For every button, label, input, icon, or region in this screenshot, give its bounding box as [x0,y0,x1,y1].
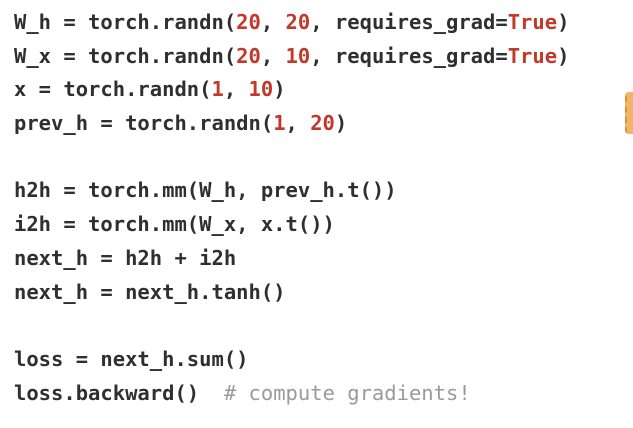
code-line: h2h = torch.mm(W_h, prev_h.t()) [14,174,633,208]
code-line: loss.backward() # compute gradients! [14,377,633,411]
code-token: x = torch.randn( [14,77,212,102]
code-line: next_h = h2h + i2h [14,242,633,276]
code-comment: # compute gradients! [223,380,471,405]
number-literal: 10 [285,43,311,68]
boolean-literal: True [507,43,558,68]
blank-line [14,309,633,343]
edge-marker [625,92,633,134]
code-line: prev_h = torch.randn(1, 20) [14,107,633,141]
code-token: next_h = next_h.tanh() [14,279,286,304]
code-line: loss = next_h.sum() [14,343,633,377]
code-token: loss.backward() [14,380,224,405]
code-token: , [223,77,249,102]
code-token: , [260,43,286,68]
code-block: W_h = torch.randn(20, 20, requires_grad=… [14,6,633,410]
code-token: W_x = torch.randn( [14,43,237,68]
code-token: i2h = torch.mm(W_x, x.t()) [14,212,335,237]
code-token: W_h = torch.randn( [14,10,237,34]
code-line: W_h = torch.randn(20, 20, requires_grad=… [14,6,633,40]
code-token: ) [557,43,570,68]
number-literal: 1 [211,77,224,102]
code-token: h2h = torch.mm(W_h, prev_h.t()) [14,178,397,203]
code-line: W_x = torch.randn(20, 10, requires_grad=… [14,40,633,74]
code-token: ) [557,10,570,34]
code-token: , requires_grad= [310,43,508,68]
code-token: , requires_grad= [310,10,508,34]
code-token: loss = next_h.sum() [14,346,249,371]
code-line: x = torch.randn(1, 10) [14,73,633,107]
number-literal: 20 [310,111,335,136]
code-token: , [285,111,311,136]
number-literal: 20 [236,10,261,34]
code-token: next_h = h2h + i2h [14,245,237,270]
code-token: ) [334,111,348,136]
code-token: , [260,10,286,34]
number-literal: 10 [248,77,274,102]
blank-line [14,141,633,175]
code-line: next_h = next_h.tanh() [14,276,633,310]
number-literal: 20 [236,43,261,68]
code-line: i2h = torch.mm(W_x, x.t()) [14,208,633,242]
code-token: prev_h = torch.randn( [14,111,274,136]
code-token: ) [273,77,286,102]
boolean-literal: True [507,10,558,34]
number-literal: 1 [273,111,286,136]
number-literal: 20 [285,10,311,34]
